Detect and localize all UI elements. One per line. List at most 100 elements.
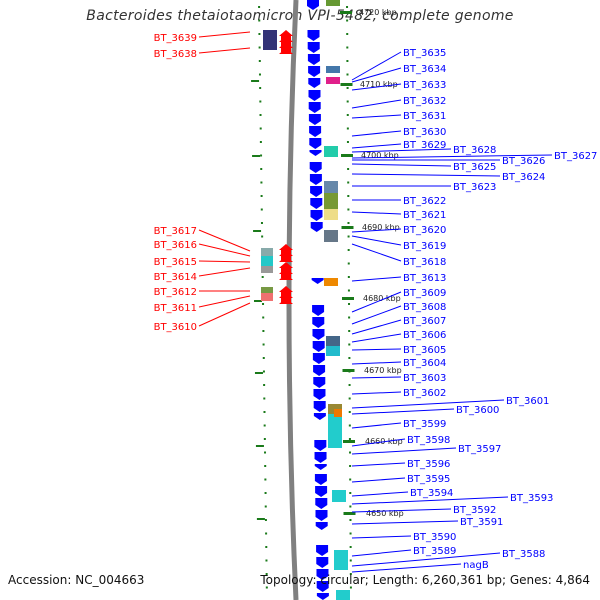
reverse-gene-arrow [307,30,320,41]
lane-dot-left [264,465,267,467]
protein-domain-box [261,266,273,273]
lane-dot-left [260,222,263,224]
lane-dot-left [260,154,263,157]
label-leader-line [351,154,553,159]
reverse-gene-arrow [316,557,329,568]
label-leader-line [351,438,406,447]
gene-label-left: BT_3615 [154,257,197,268]
label-leader-line [351,305,402,325]
lane-dot-right [349,519,352,521]
gene-label-right: BT_3629 [403,140,446,151]
gene-label-right: BT_3607 [403,316,446,327]
lane-dot-right [349,465,352,467]
reverse-gene-arrow [309,126,322,137]
forward-gene-body [281,266,291,278]
lane-dot-left [264,505,267,508]
label-leader-line [351,535,412,539]
reverse-gene-arrow [314,464,327,470]
reverse-gene-arrow [308,102,321,113]
label-leader-line [351,67,402,83]
gene-label-left: BT_3614 [154,272,197,283]
gene-label-left: BT_3638 [154,49,197,60]
reverse-gene-arrow [309,150,322,156]
lane-dot-right [347,181,350,184]
reverse-gene-arrow [314,452,327,463]
label-leader-line [351,376,402,379]
reverse-gene-arrow [307,54,320,65]
protein-domain-box [324,181,338,193]
label-leader-line [351,163,452,167]
lane-dot-left [262,357,265,359]
lane-dot-right [349,546,352,548]
reverse-gene-arrow [308,66,321,77]
gene-label-right: BT_3601 [506,396,549,407]
label-leader-line [351,333,402,343]
lane-dot-left [259,87,262,89]
gene-label-right: BT_3594 [410,488,453,499]
lane-dot-right [346,87,349,89]
label-leader-line [351,549,412,557]
protein-domain-box [324,209,338,220]
label-leader-line [351,563,462,573]
gene-label-left: BT_3610 [154,322,197,333]
lane-dot-left [258,60,261,62]
lane-dash-left [253,230,262,232]
reverse-gene-arrow [315,510,328,521]
lane-dash-left [256,518,265,520]
lane-dot-left [264,492,267,494]
protein-domain-box [324,230,338,242]
kbp-scale-label: 4720 kbp [359,8,397,17]
label-leader-line [351,99,402,109]
reverse-gene-arrow [313,365,326,376]
protein-domain-box [328,414,342,448]
label-leader-line [351,130,402,137]
lane-dot-left [260,168,263,170]
lane-dot-right [349,478,352,481]
kbp-scale-label: 4650 kbp [366,509,404,518]
label-leader-line [198,31,251,38]
lane-dot-right [346,19,349,22]
gene-label-right: BT_3634 [403,64,446,75]
label-leader-line [351,491,409,497]
protein-domain-box [336,590,350,600]
reverse-gene-arrow [313,389,326,400]
protein-domain-box [324,146,338,157]
lane-dot-right [346,73,349,76]
reverse-gene-arrow [309,162,322,173]
lane-dot-right [349,573,352,575]
reverse-gene-arrow [316,569,329,580]
lane-dot-right [346,6,349,8]
kbp-tick-mark [343,440,355,443]
kbp-tick-mark [340,11,352,14]
label-leader-line [351,399,505,409]
kbp-tick-mark [342,297,354,300]
kbp-tick-mark [342,369,355,372]
reverse-gene-arrow [312,329,325,340]
lane-dot-right [347,208,350,211]
gene-label-right: BT_3602 [403,388,446,399]
lane-dot-left [265,573,268,575]
label-leader-line [351,319,402,335]
lane-dash-left [252,155,261,157]
gene-label-right: BT_3619 [403,241,446,252]
lane-dot-left [260,181,263,184]
lane-dot-right [347,235,350,238]
protein-domain-box [326,77,340,84]
lane-dot-left [263,411,266,413]
lane-dot-right [348,303,351,305]
gene-label-left: BT_3617 [154,226,197,237]
gene-label-right: BT_3604 [403,358,446,369]
kbp-scale-label: 4690 kbp [362,223,400,232]
lane-dot-left [264,478,267,481]
protein-domain-box [326,66,340,73]
reverse-gene-arrow [307,0,319,10]
reverse-gene-arrow [316,593,329,600]
gene-label-right: BT_3627 [554,151,597,162]
gene-label-right: BT_3631 [403,111,446,122]
gene-label-right: BT_3600 [456,405,499,416]
label-leader-line [198,47,251,54]
reverse-gene-arrow [308,114,321,125]
protein-domain-box [261,256,273,266]
protein-domain-box [324,278,338,286]
